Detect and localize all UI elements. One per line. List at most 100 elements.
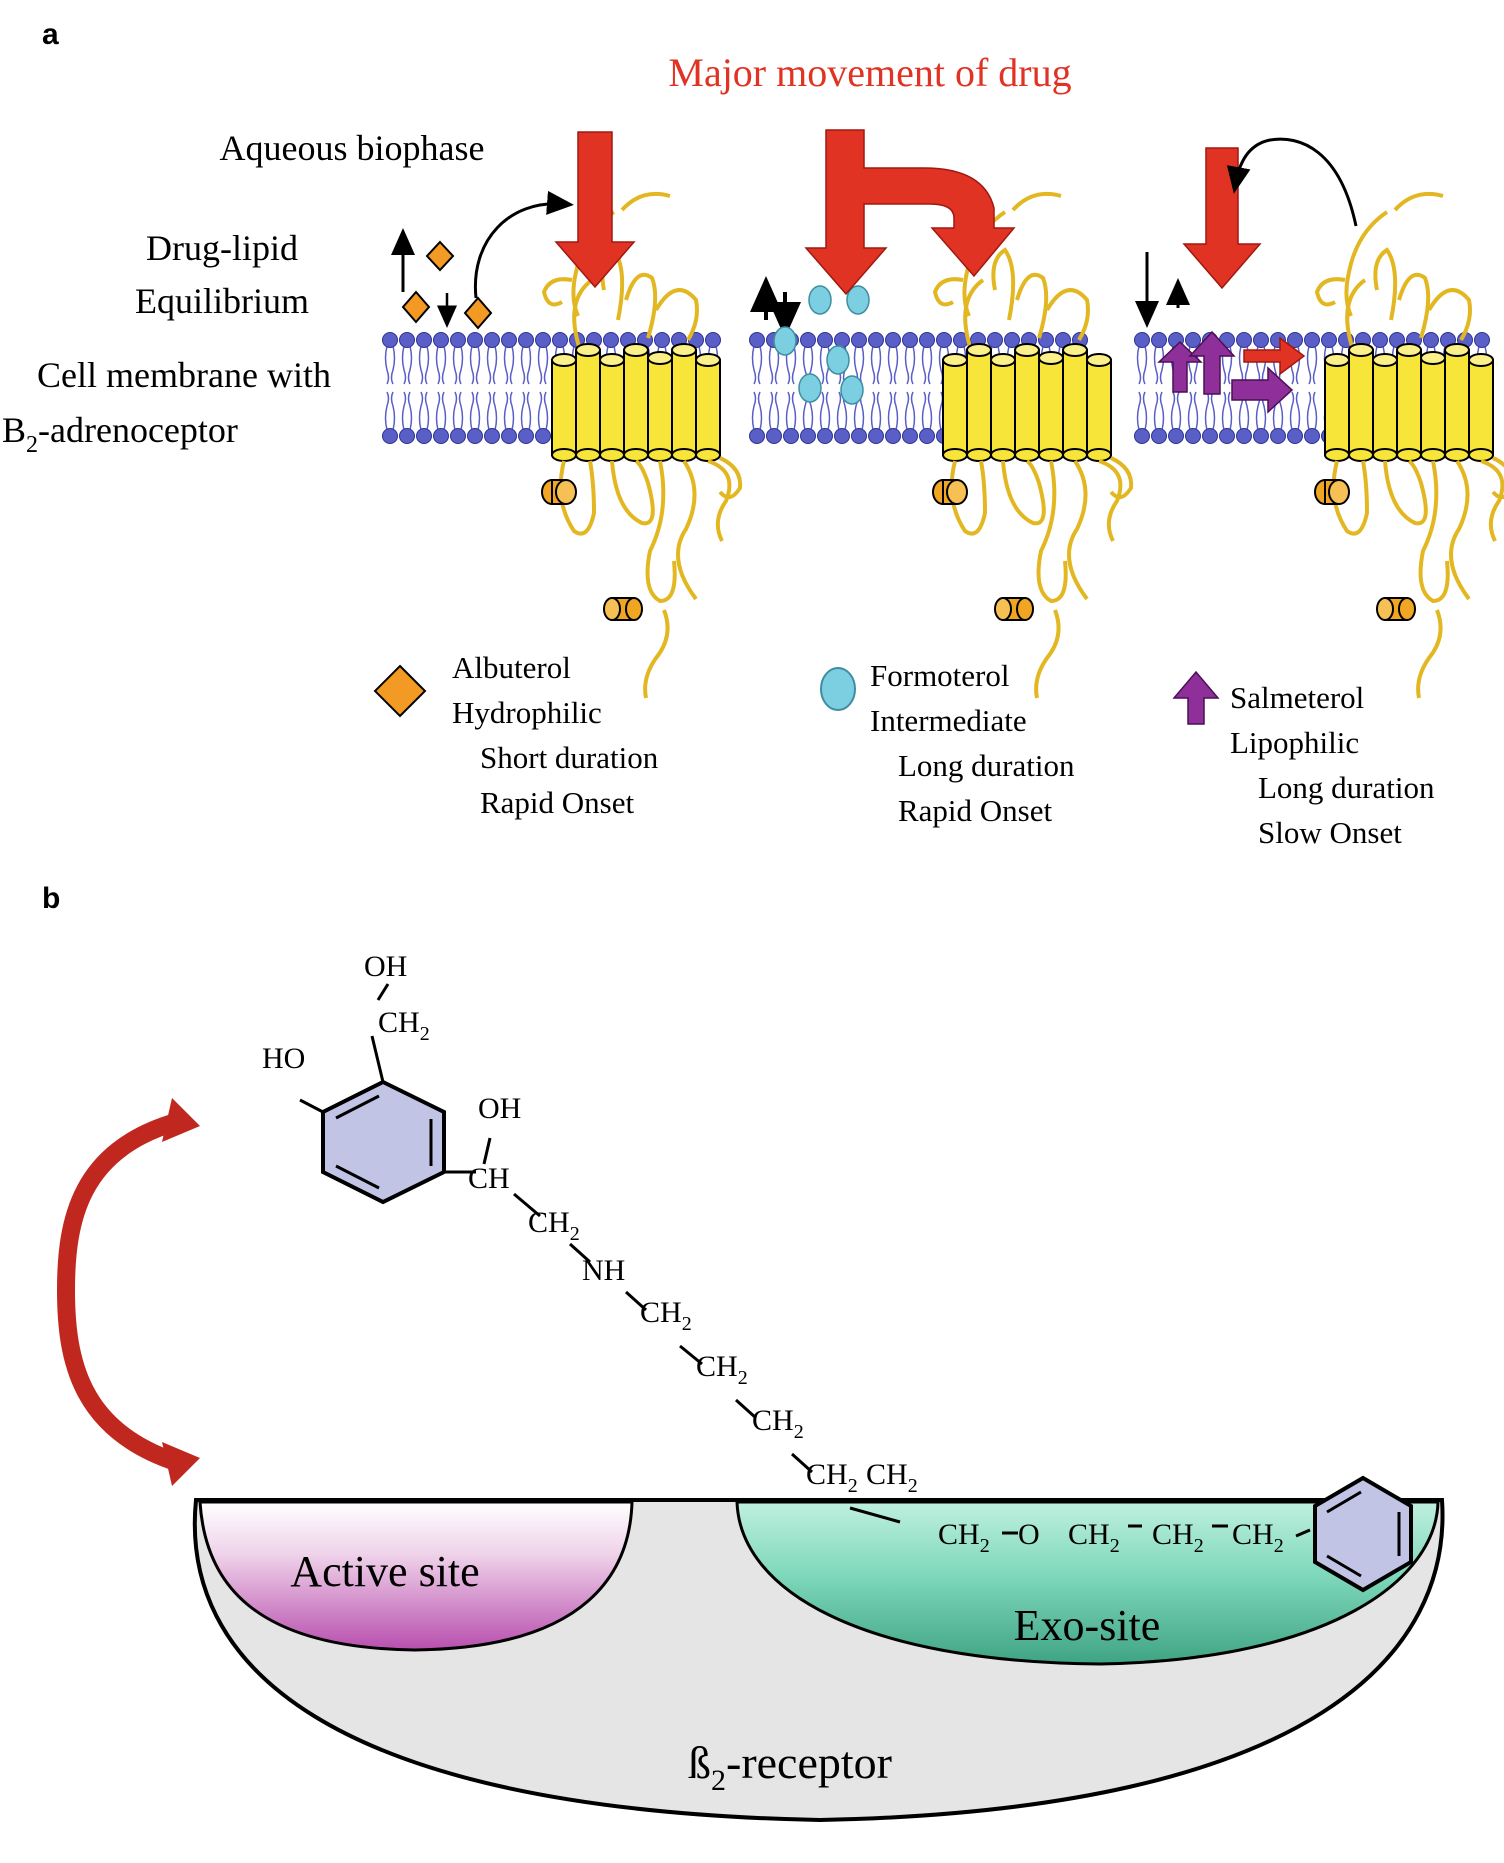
atom-ch2-8: CH2 [1068,1518,1120,1557]
lipid-head [1219,428,1235,444]
lipid-head [450,332,466,348]
salmeterol-arrow-icon [1157,340,1203,393]
formoterol-ellipse-icon [846,285,870,315]
atom-oh-top: OH [364,950,407,983]
legend-formoterol-name: Formoterol [870,658,1010,693]
panel-a-title: Major movement of drug [668,50,1071,95]
lipid-tail [384,345,396,385]
lipid-head [817,332,833,348]
lipid-head [1168,428,1184,444]
albuterol-diamond-icon [463,296,493,330]
lipid-head [1038,332,1054,348]
label-aqueous-biophase: Aqueous biophase [220,128,485,168]
panel-a-letter: a [42,18,59,51]
salmeterol-arrow-icon [1231,366,1294,414]
lipid-head [749,428,765,444]
lipid-head [1253,428,1269,444]
lipid-head [919,332,935,348]
lipid-head [885,428,901,444]
lipid-tail [520,345,532,385]
atom-oh-side: OH [478,1092,521,1125]
lipid-tail [452,391,464,431]
lipid-head [919,428,935,444]
lipid-head [416,332,432,348]
lipid-head [868,428,884,444]
lipid-tail [904,391,916,431]
lipid-tail [887,391,899,431]
lipid-tail [503,345,515,385]
lipid-head [1185,428,1201,444]
lipid-head [1004,332,1020,348]
lipid-tail [401,391,413,431]
atom-o: O [1018,1518,1040,1551]
legend-formoterol: Formoterol Intermediate Long duration Ra… [820,658,1075,828]
legend-formoterol-property: Intermediate [870,703,1027,738]
lipid-head [749,332,765,348]
lipid-tail [870,391,882,431]
lipid-tail [1187,391,1199,431]
lipid-head [868,332,884,348]
salmeterol-arrow-icon [1188,330,1236,395]
legend-salmeterol-duration: Long duration [1258,770,1435,805]
lipid-head [1304,332,1320,348]
lipid-tail [1221,391,1233,431]
lipid-head [783,428,799,444]
lipid-tail [1306,345,1318,385]
atom-ch2-5: CH2 [806,1458,858,1497]
legend-albuterol-onset: Rapid Onset [480,785,635,820]
atom-ch2-1: CH2 [528,1206,580,1245]
lipid-tail [435,345,447,385]
formoterol-ellipse-icon [798,373,822,403]
lipid-tail [785,391,797,431]
salmeterol-equilibrium [1135,137,1358,414]
lipid-tail [1136,345,1148,385]
salmeterol-structure: OH CH2 HO OH CH CH2 NH CH2 CH2 CH2 CH2 C… [262,950,1413,1593]
lipid-head [382,332,398,348]
lipid-head [1304,428,1320,444]
lipid-tail [520,391,532,431]
formoterol-ellipse-icon [820,667,856,711]
legend-salmeterol-property: Lipophilic [1230,725,1359,760]
lipid-head [1185,332,1201,348]
lipid-tail [537,345,549,385]
lipid-tail [1170,391,1182,431]
lipid-head [1270,428,1286,444]
atom-ch: CH [468,1162,510,1195]
lipid-tail [751,391,763,431]
formoterol-equilibrium [750,129,1016,405]
lipid-tail [537,391,549,431]
atom-ch2-7: CH2 [938,1518,990,1557]
active-site-label: Active site [290,1547,479,1596]
legend-salmeterol: Salmeterol Lipophilic Long duration Slow… [1172,670,1435,850]
label-equilibrium: Equilibrium [135,281,309,321]
lipid-bilayers [382,332,1490,444]
label-drug-lipid: Drug-lipid [146,228,298,268]
lipid-head [1287,428,1303,444]
formoterol-ellipse-icon [826,345,850,375]
lipid-head [484,428,500,444]
atom-ch2-2: CH2 [640,1296,692,1335]
lipid-head [1474,332,1490,348]
lipid-head [382,428,398,444]
lipid-head [766,428,782,444]
lipid-head [501,428,517,444]
atom-ch2-4: CH2 [752,1404,804,1443]
lipid-tail [418,345,430,385]
legend-formoterol-duration: Long duration [898,748,1075,783]
lipid-tail [1306,391,1318,431]
lipid-head [603,332,619,348]
lipid-head [902,332,918,348]
atom-ho: HO [262,1042,305,1075]
lipid-head [518,428,534,444]
receptor-1-icon [540,191,743,700]
legend-albuterol-property: Hydrophilic [452,695,602,730]
lipid-tail [1204,391,1216,431]
atom-ch2-6: CH2 [866,1458,918,1497]
lipid-tail [384,391,396,431]
receptor-3-icon [1313,191,1504,700]
lipid-head [851,332,867,348]
red-down-arrow-icon [1182,147,1262,290]
lipid-head [1202,428,1218,444]
active-site-pocket [198,1500,634,1652]
